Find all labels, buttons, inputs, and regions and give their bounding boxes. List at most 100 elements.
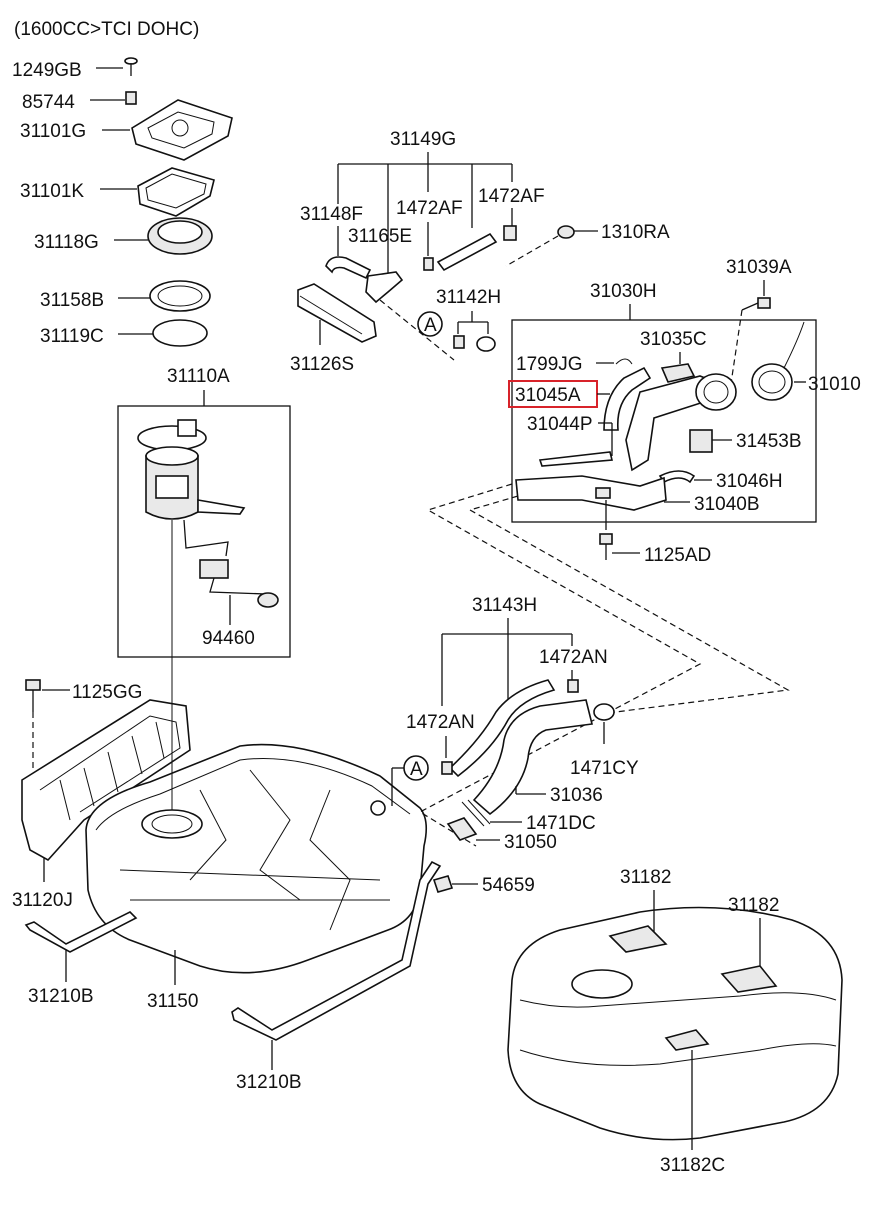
part-label-1249GB[interactable]: 1249GB (12, 60, 82, 81)
part-label-31453B[interactable]: 31453B (736, 431, 802, 452)
engine-variant-title: (1600CC>TCI DOHC) (14, 19, 199, 40)
part-label-31119C[interactable]: 31119C (40, 326, 104, 347)
heat-shield-group: 1125GG 31120J (12, 679, 191, 911)
part-label-31120J[interactable]: 31120J (12, 890, 73, 911)
part-label-1471CY[interactable]: 1471CY (570, 758, 639, 779)
part-label-1125AD[interactable]: 1125AD (644, 545, 711, 566)
part-label-31150[interactable]: 31150 (147, 991, 198, 1012)
part-label-1472AF-left[interactable]: 1472AF (396, 198, 463, 219)
fuel-pump-module-group: 31110A 94460 (117, 366, 291, 658)
callout-a-lower[interactable] (403, 755, 429, 781)
part-label-31182-right[interactable]: 31182 (728, 895, 779, 916)
part-label-1799JG[interactable]: 1799JG (516, 354, 583, 375)
part-label-31182C[interactable]: 31182C (660, 1155, 725, 1176)
filler-pipe-31045A-part[interactable] (603, 366, 737, 472)
part-label-54659[interactable]: 54659 (482, 875, 535, 896)
clamp-1471DC-part[interactable] (461, 799, 491, 827)
part-label-31046H[interactable]: 31046H (716, 471, 783, 492)
screw-31039A-part[interactable] (741, 297, 771, 311)
callout-a-upper[interactable] (417, 311, 443, 337)
tank-strap-right-31210B-part[interactable] (231, 860, 442, 1041)
part-label-31158B[interactable]: 31158B (40, 290, 104, 311)
part-label-31050[interactable]: 31050 (504, 832, 557, 853)
breather-tube-31044P-part[interactable] (538, 451, 614, 467)
filler-neck-group: 31030H 31039A 31035C 1799JG 31045A (508, 257, 861, 566)
filler-neck-box (511, 319, 817, 523)
callout-a-upper-label: A (424, 315, 437, 336)
part-label-1310RA[interactable]: 1310RA (601, 222, 670, 243)
part-label-31045A[interactable]: 31045A (515, 385, 581, 406)
grommet-54659-part[interactable] (432, 875, 454, 893)
o-ring-31119C-part[interactable] (152, 319, 208, 347)
part-label-31182-left[interactable]: 31182 (620, 867, 671, 888)
part-label-31035C[interactable]: 31035C (640, 329, 707, 350)
sender-cover-stack: 1249GB 85744 31101G 31101K 31118G (12, 57, 233, 347)
pad-31182-left-part[interactable] (608, 925, 668, 953)
part-label-31126S[interactable]: 31126S (290, 354, 354, 375)
pad-31182C-part[interactable] (664, 1029, 710, 1051)
part-label-31110A[interactable]: 31110A (167, 366, 230, 387)
part-label-31101K[interactable]: 31101K (20, 181, 84, 202)
bolt-1310RA-part[interactable] (557, 225, 575, 239)
tank-pads-group: 31182 31182 31182C (507, 867, 843, 1176)
bolt-1125GG-part[interactable] (25, 679, 41, 712)
fuel-pump-assembly-part[interactable] (137, 419, 246, 520)
bracket-31040B-part[interactable] (515, 475, 667, 511)
clip-85744-part[interactable] (125, 91, 137, 105)
tank-outline-right (507, 906, 843, 1141)
hose-31046H-part[interactable] (658, 470, 696, 484)
hose-31148F-part[interactable] (325, 256, 372, 280)
sensor-31453B-part[interactable] (689, 429, 713, 453)
gasket-31101K-part[interactable] (137, 167, 215, 217)
bolt-1249GB-part[interactable] (124, 57, 138, 76)
fuel-tank-31150-part[interactable] (85, 743, 428, 974)
part-label-31143H[interactable]: 31143H (472, 595, 537, 616)
fuel-level-sender-94460-part[interactable] (183, 519, 279, 608)
clip-1472AF-left-part[interactable] (423, 257, 434, 271)
heat-shield-31120J-part[interactable] (21, 699, 191, 862)
connector-31165E-part[interactable] (365, 271, 404, 304)
clip-1472AN-lower-part[interactable] (441, 761, 453, 775)
part-label-31148F[interactable]: 31148F (300, 204, 363, 225)
bracket-31035C-part[interactable] (660, 363, 696, 383)
part-label-1125GG[interactable]: 1125GG (72, 682, 142, 703)
retainer-31158B-part[interactable] (149, 280, 211, 312)
part-label-1472AN-upper[interactable]: 1472AN (539, 647, 608, 668)
part-label-31101G[interactable]: 31101G (20, 121, 86, 142)
part-label-31036[interactable]: 31036 (550, 785, 603, 806)
pad-31182-right-part[interactable] (720, 965, 778, 993)
bracket-31050-part[interactable] (446, 817, 478, 841)
part-label-1471DC[interactable]: 1471DC (526, 813, 596, 834)
part-label-94460[interactable]: 94460 (202, 628, 255, 649)
part-label-31010[interactable]: 31010 (808, 374, 861, 395)
vent-hose-31143H-part[interactable] (448, 679, 556, 778)
routing-dashed-lines (418, 483, 790, 847)
part-label-31210B-right[interactable]: 31210B (236, 1072, 302, 1093)
clamp-1471CY-part[interactable] (593, 703, 615, 721)
part-label-31149G[interactable]: 31149G (390, 129, 456, 150)
cover-plate-31101G-part[interactable] (131, 99, 233, 161)
hose-1472AF-right-part[interactable] (436, 225, 517, 272)
part-label-31040B[interactable]: 31040B (694, 494, 760, 515)
part-label-31210B-left[interactable]: 31210B (28, 986, 94, 1007)
filler-hose-31036-part[interactable] (472, 699, 593, 816)
clamp-31142H-part[interactable] (453, 335, 496, 352)
clip-1472AN-upper-part[interactable] (567, 679, 579, 693)
tank-strap-left-31210B-part[interactable] (24, 911, 138, 953)
part-label-85744[interactable]: 85744 (22, 92, 75, 113)
fuel-cap-31010-part[interactable] (751, 321, 805, 401)
part-label-31142H[interactable]: 31142H (436, 287, 501, 308)
part-label-31039A[interactable]: 31039A (726, 257, 792, 278)
lock-ring-31118G-part[interactable] (147, 217, 213, 255)
canister-31126S-part[interactable] (297, 283, 377, 343)
part-label-31044P[interactable]: 31044P (527, 414, 593, 435)
part-label-31165E[interactable]: 31165E (348, 226, 412, 247)
part-label-1472AF-right[interactable]: 1472AF (478, 186, 545, 207)
part-label-31118G[interactable]: 31118G (34, 232, 99, 253)
callout-a-lower-label: A (410, 759, 423, 780)
bolt-1125AD-part[interactable] (599, 533, 613, 560)
part-label-31030H[interactable]: 31030H (590, 281, 657, 302)
part-label-1472AN-lower[interactable]: 1472AN (406, 712, 475, 733)
clip-1799JG-part[interactable] (615, 358, 633, 365)
